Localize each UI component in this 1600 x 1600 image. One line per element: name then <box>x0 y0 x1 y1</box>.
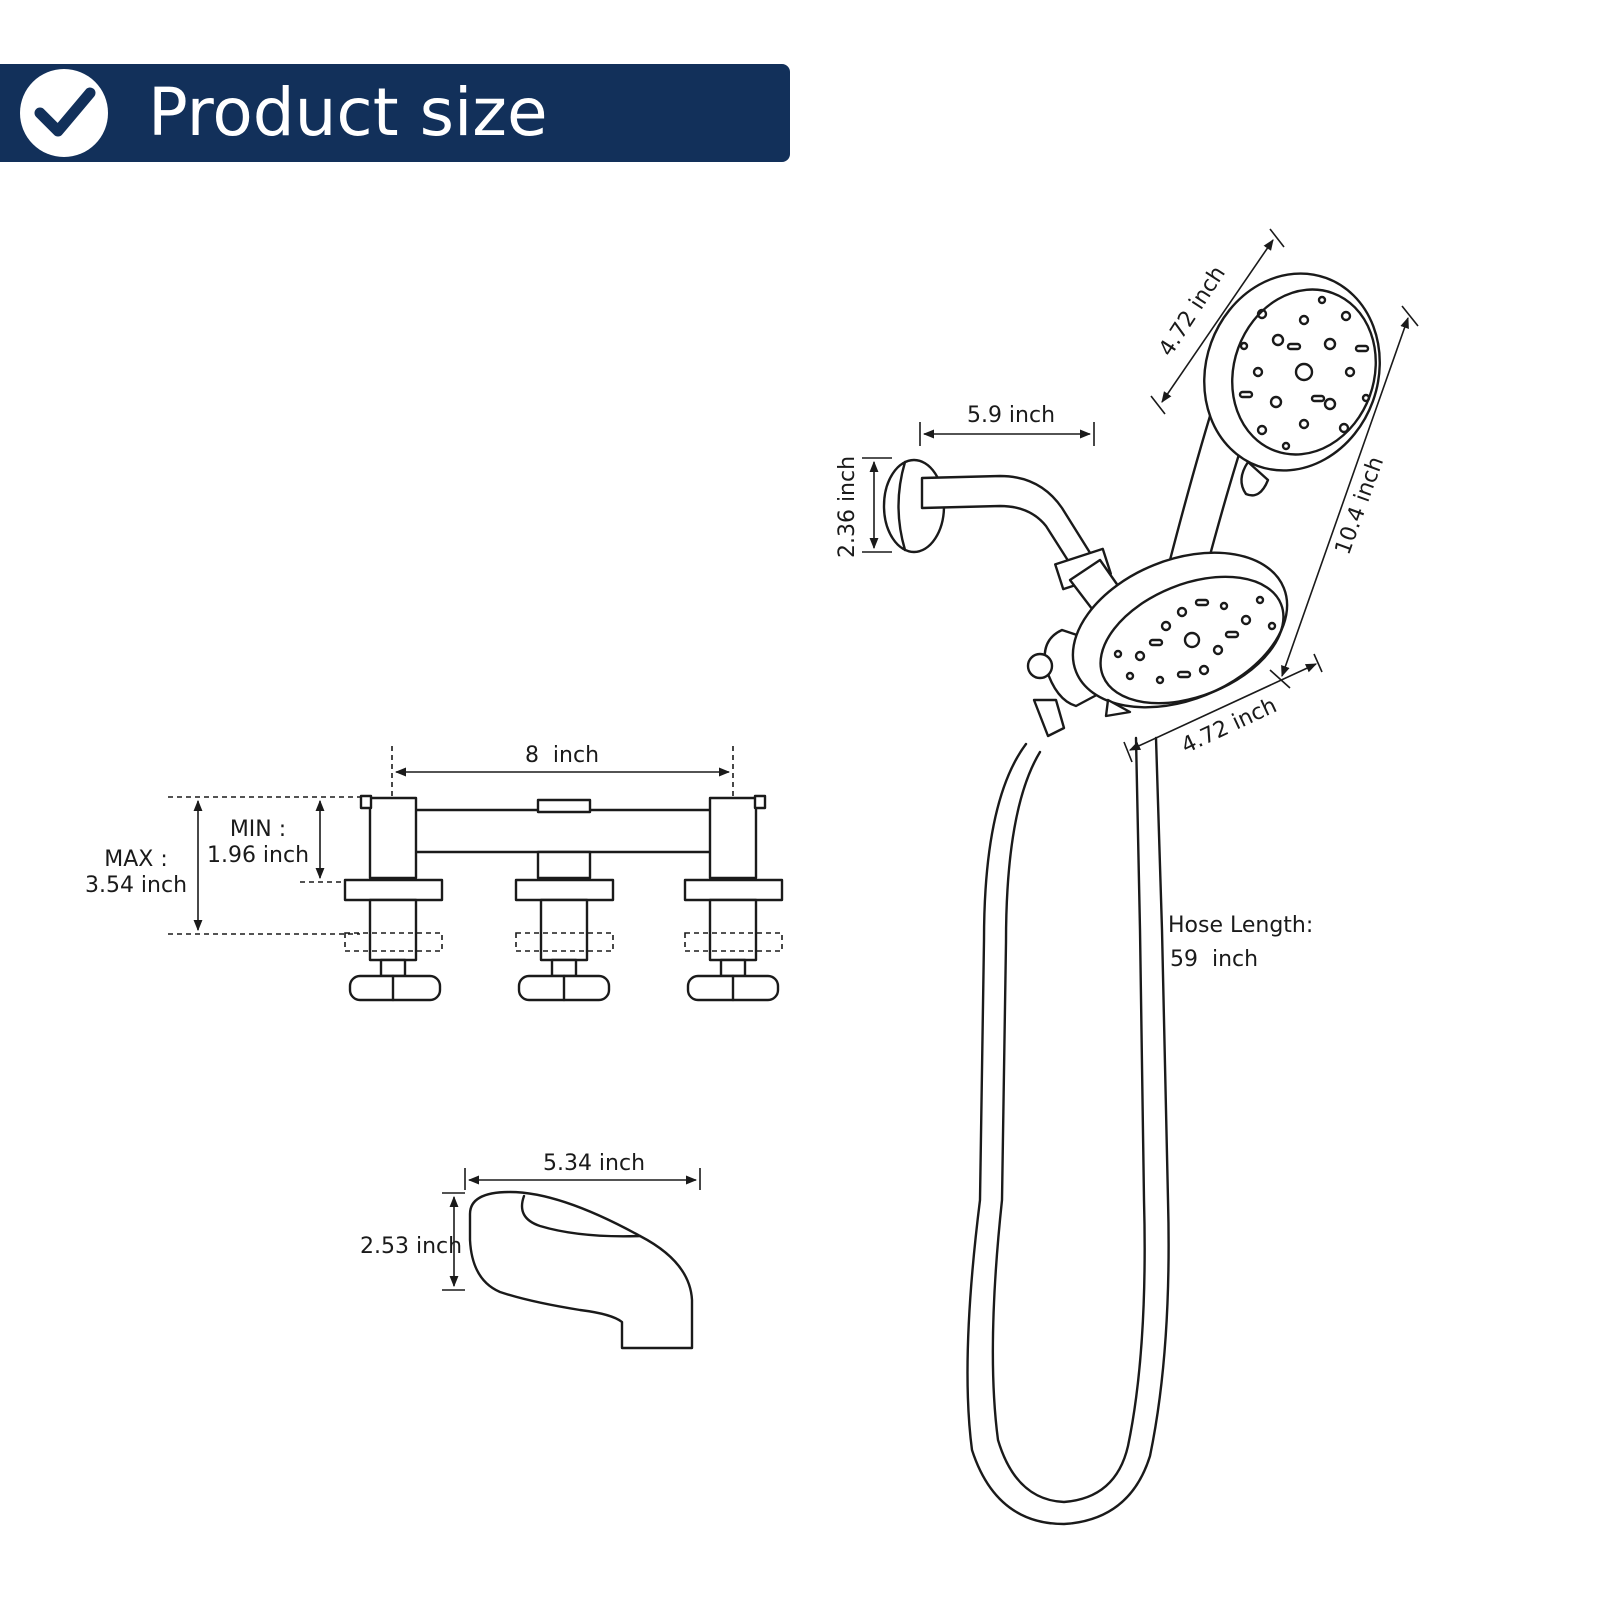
arm-length-label: 5.9 inch <box>967 403 1055 428</box>
valve-right <box>683 878 784 1002</box>
tub-spout: 5.34 inch 2.53 inch <box>360 1151 701 1350</box>
min-value: 1.96 inch <box>207 843 309 868</box>
fixed-head-diameter-label: 4.72 inch <box>1178 693 1281 759</box>
flange-height-label: 2.36 inch <box>835 456 860 558</box>
width-label: 8 inch <box>525 743 599 768</box>
shower-arm: 5.9 inch 2.36 inch <box>835 403 1112 591</box>
valve-center <box>514 878 615 1002</box>
valve-assembly: 8 inch MIN : 1.96 inch MAX : 3.54 inch <box>85 743 784 1002</box>
valve-left <box>343 878 444 1002</box>
min-label: MIN : <box>230 817 286 842</box>
hand-shower-height-line <box>1281 316 1409 678</box>
hand-shower-diameter-line <box>1161 239 1274 403</box>
hose-length-value: 59 inch <box>1170 947 1258 972</box>
hose-length-label: Hose Length: <box>1168 913 1313 938</box>
fixed-head-diameter-line <box>1128 663 1318 751</box>
page-title: Product size <box>148 74 548 151</box>
shower-hose: Hose Length: 59 inch <box>966 736 1313 1526</box>
max-label: MAX : <box>104 847 168 872</box>
max-value: 3.54 inch <box>85 873 187 898</box>
header-banner: Product size <box>0 64 790 162</box>
spout-length-label: 5.34 inch <box>543 1151 645 1176</box>
spout-height-label: 2.53 inch <box>360 1234 462 1259</box>
fixed-shower-head: 4.72 inch <box>1026 551 1323 763</box>
hand-shower-height-label: 10.4 inch <box>1331 454 1389 558</box>
checkmark-circle-icon <box>20 69 108 157</box>
